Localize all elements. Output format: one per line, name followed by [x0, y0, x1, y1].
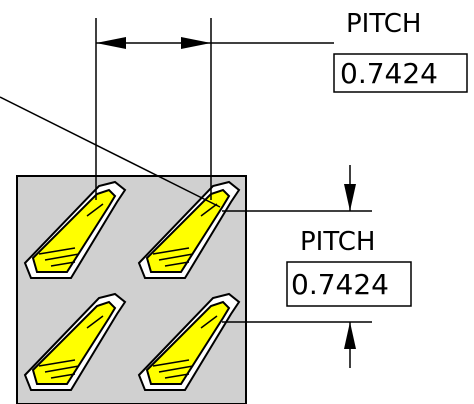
- pad-stripe-2: [158, 365, 194, 373]
- pad-r1-c2: [137, 180, 241, 279]
- pad-stripe-4: [86, 203, 104, 217]
- pad-stripe-2: [44, 253, 80, 261]
- arrowhead-right: [181, 37, 211, 49]
- pad-array: [23, 180, 241, 391]
- pad-stripe-4: [200, 203, 218, 217]
- vertical-pitch-label: PITCH: [300, 227, 375, 257]
- pad-r1-c1: [23, 180, 127, 279]
- pad-stripe-3: [164, 373, 190, 379]
- pad-stripe-3: [164, 261, 190, 267]
- pad-stripe-4: [86, 315, 104, 329]
- vertical-pitch-value-box: [286, 261, 412, 307]
- arrowhead-left: [96, 37, 126, 49]
- horizontal-pitch-value-box: [333, 53, 468, 93]
- pad-stripe-3: [50, 261, 76, 267]
- arrowhead-up: [344, 322, 356, 349]
- pad-stripe-1: [38, 359, 76, 367]
- vertical-pitch-value: 0.7424: [291, 268, 389, 301]
- pad-stripe-1: [152, 359, 190, 367]
- pad-stripe-1: [38, 247, 76, 255]
- diagonal-leader-line: [0, 96, 221, 208]
- pad-stripe-2: [44, 365, 80, 373]
- horizontal-pitch-value: 0.7424: [340, 57, 438, 90]
- pad-stripe-4: [200, 315, 218, 329]
- horizontal-pitch-dimension: [95, 18, 334, 200]
- vertical-pitch-dimension: [222, 165, 372, 368]
- horizontal-pitch-label: PITCH: [346, 9, 421, 39]
- pad-r2-c2: [137, 292, 241, 391]
- pad-stripe-1: [152, 247, 190, 255]
- pad-r2-c1: [23, 292, 127, 391]
- arrowhead-down: [344, 184, 356, 211]
- pad-stripe-2: [158, 253, 194, 261]
- pad-stripe-3: [50, 373, 76, 379]
